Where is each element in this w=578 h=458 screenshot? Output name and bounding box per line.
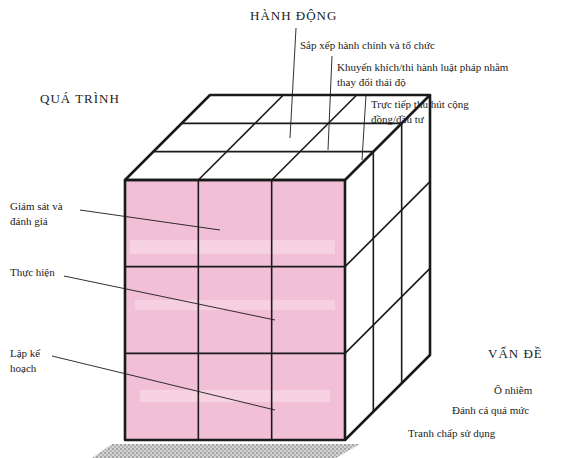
- axis-label: Giám sát và đánh giá: [10, 199, 80, 229]
- leader-line: [328, 56, 332, 150]
- axis-label: Thực hiện: [10, 265, 55, 280]
- leader-line: [290, 28, 296, 138]
- axis-label: Ô nhiễm: [494, 383, 532, 398]
- grid-line: [401, 123, 403, 383]
- axis-label: Khuyến khích/thi hành luật pháp nhằm tha…: [337, 60, 515, 90]
- leader-lines: [52, 28, 366, 410]
- face-sheen: [135, 300, 335, 310]
- cube-grid: [125, 95, 430, 440]
- grid-line: [345, 268, 430, 353]
- leader-line: [64, 276, 275, 320]
- axis-label: Sắp xếp hành chính và tổ chức: [300, 38, 435, 53]
- leader-line: [80, 210, 220, 230]
- axis-heading: HÀNH ĐỘNG: [250, 8, 337, 24]
- grid-line: [198, 180, 200, 440]
- grid-line: [345, 182, 430, 267]
- axis-heading: QUÁ TRÌNH: [40, 91, 120, 107]
- axis-heading: VẤN ĐỀ: [488, 346, 543, 362]
- grid-line: [373, 152, 375, 412]
- grid-line: [198, 95, 283, 180]
- side-face: [345, 95, 430, 440]
- grid-line: [125, 353, 345, 355]
- cube-shadow: [92, 444, 360, 458]
- face-sheen: [130, 240, 335, 254]
- grid-line: [271, 180, 273, 440]
- axis-label: Trực tiếp thu hút cộng đồng/đầu tư: [371, 97, 481, 127]
- axis-label: Tranh chấp sử dụng: [408, 426, 495, 441]
- grid-line: [125, 266, 345, 268]
- axis-label: Lập kế hoạch: [10, 346, 54, 376]
- front-face: [125, 180, 345, 440]
- grid-line: [153, 151, 373, 153]
- grid-line: [272, 95, 357, 180]
- cube-outline: [125, 95, 430, 440]
- axis-label: Đánh cá quá mức: [452, 403, 529, 418]
- grid-line: [182, 123, 402, 125]
- leader-line: [52, 356, 275, 410]
- leader-line: [362, 95, 366, 160]
